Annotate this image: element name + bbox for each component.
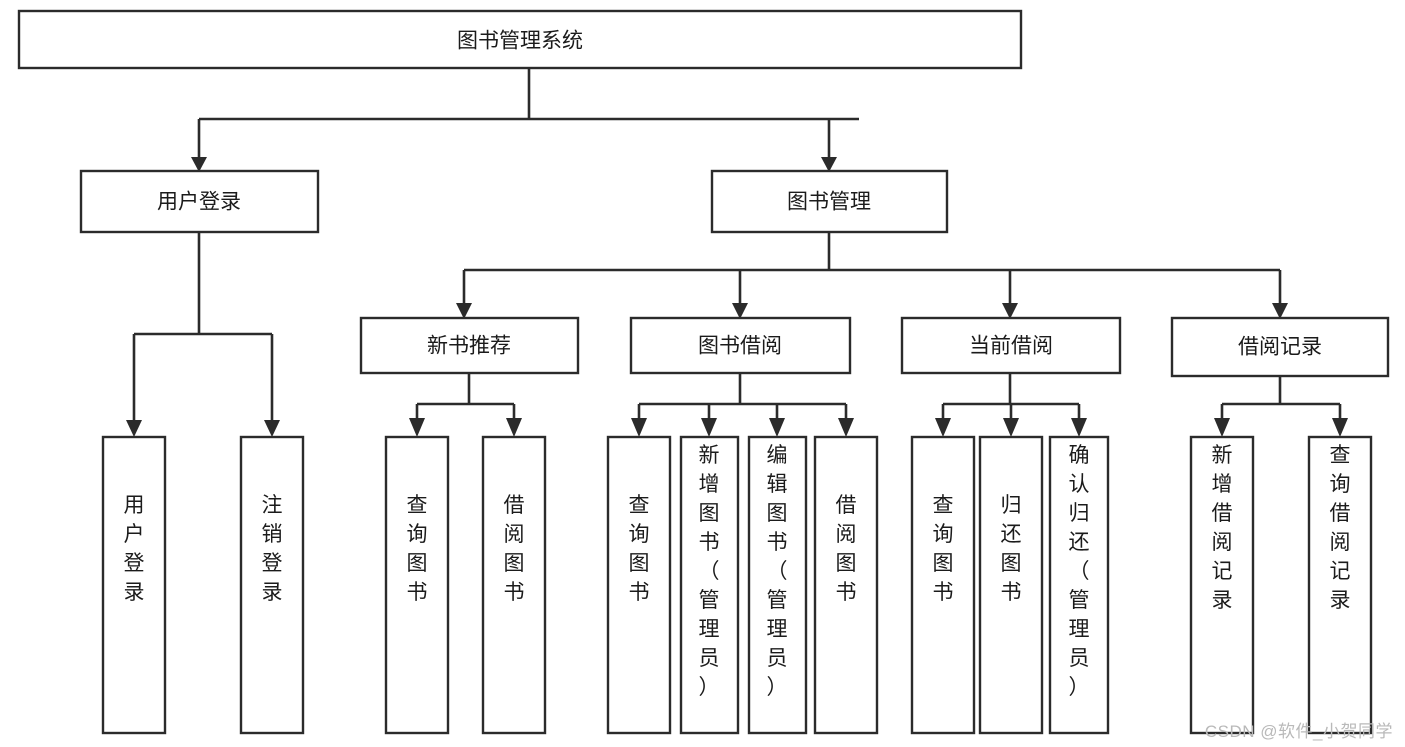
arrow-head-leaf-borrow-book-1	[506, 418, 522, 437]
node-leaf-return-book-box[interactable]	[978, 435, 1044, 735]
node-current-borrow-label: 当前借阅	[969, 335, 1053, 358]
arrow-head-leaf-borrow-book-2	[838, 418, 854, 437]
node-new-book-recommend-label: 新书推荐	[427, 335, 511, 358]
arrow-head-leaf-confirm-return	[1071, 418, 1087, 437]
node-borrow-record[interactable]: 借阅记录	[1170, 316, 1390, 378]
node-leaf-user-login-label: 用户登录	[124, 494, 145, 604]
node-current-borrow-box[interactable]	[900, 316, 1122, 375]
node-leaf-edit-book-label: 编辑图书（管理员）	[767, 444, 788, 699]
node-leaf-query-book-1[interactable]: 查询图书	[384, 435, 450, 735]
node-leaf-query-book-3-label: 查询图书	[933, 494, 954, 604]
node-leaf-query-book-3[interactable]: 查询图书	[910, 435, 976, 735]
node-leaf-add-book-box[interactable]	[679, 435, 740, 735]
node-leaf-query-book-1-label: 查询图书	[407, 494, 428, 604]
node-leaf-borrow-book-1-box[interactable]	[481, 435, 547, 735]
node-root-box[interactable]	[17, 9, 1023, 70]
node-leaf-add-book[interactable]: 新增图书（管理员）	[679, 435, 740, 735]
node-leaf-query-book-2-label: 查询图书	[629, 494, 650, 604]
node-book-borrow[interactable]: 图书借阅	[629, 316, 852, 375]
node-user-login-box[interactable]	[79, 169, 320, 234]
node-leaf-query-book-3-box[interactable]	[910, 435, 976, 735]
node-leaf-logout-login[interactable]: 注销登录	[239, 435, 305, 735]
arrow-head-leaf-query-record	[1332, 418, 1348, 437]
node-user-login[interactable]: 用户登录	[79, 169, 320, 234]
node-leaf-borrow-book-2-box[interactable]	[813, 435, 879, 735]
node-leaf-edit-book-box[interactable]	[747, 435, 808, 735]
node-leaf-confirm-return-label: 确认归还（管理员）	[1069, 444, 1090, 699]
node-leaf-borrow-book-2[interactable]: 借阅图书	[813, 435, 879, 735]
node-book-borrow-label: 图书借阅	[698, 335, 782, 358]
node-leaf-query-book-2[interactable]: 查询图书	[606, 435, 672, 735]
node-leaf-user-login-box[interactable]	[101, 435, 167, 735]
node-new-book-recommend[interactable]: 新书推荐	[359, 316, 580, 375]
node-leaf-borrow-book-1[interactable]: 借阅图书	[481, 435, 547, 735]
node-book-manage[interactable]: 图书管理	[710, 169, 949, 234]
node-current-borrow[interactable]: 当前借阅	[900, 316, 1122, 375]
node-borrow-record-box[interactable]	[1170, 316, 1390, 378]
node-leaf-logout-login-box[interactable]	[239, 435, 305, 735]
node-book-manage-label: 图书管理	[787, 191, 871, 214]
node-root-label: 图书管理系统	[457, 30, 583, 53]
node-leaf-add-record-label: 新增借阅记录	[1212, 444, 1233, 612]
arrow-head-leaf-query-book-1	[409, 418, 425, 437]
arrow-head-user-login	[191, 157, 207, 172]
node-borrow-record-label: 借阅记录	[1238, 336, 1322, 359]
arrow-head-borrow-record	[1272, 303, 1288, 319]
node-leaf-query-book-2-box[interactable]	[606, 435, 672, 735]
arrow-head-book-manage	[821, 157, 837, 172]
node-leaf-query-book-1-box[interactable]	[384, 435, 450, 735]
node-leaf-confirm-return-box[interactable]	[1048, 435, 1110, 735]
node-leaf-logout-login-label: 注销登录	[262, 494, 283, 604]
arrow-head-book-borrow	[732, 303, 748, 319]
arrow-head-leaf-query-book-3	[935, 418, 951, 437]
node-book-manage-box[interactable]	[710, 169, 949, 234]
arrow-head-leaf-query-book-2	[631, 418, 647, 437]
node-leaf-return-book-label: 归还图书	[1001, 494, 1022, 604]
node-leaf-query-record[interactable]: 查询借阅记录	[1307, 435, 1373, 735]
node-leaf-borrow-book-1-label: 借阅图书	[504, 494, 525, 604]
node-user-login-label: 用户登录	[157, 191, 241, 214]
arrow-head-new-book-recommend	[456, 303, 472, 319]
node-leaf-add-record[interactable]: 新增借阅记录	[1189, 435, 1255, 735]
node-leaf-user-login[interactable]: 用户登录	[101, 435, 167, 735]
arrow-head-leaf-user-login	[126, 420, 142, 437]
node-leaf-query-record-label: 查询借阅记录	[1330, 444, 1351, 612]
arrow-head-leaf-logout-login	[264, 420, 280, 437]
node-leaf-edit-book[interactable]: 编辑图书（管理员）	[747, 435, 808, 735]
node-leaf-add-record-box[interactable]	[1189, 435, 1255, 735]
arrow-head-leaf-add-record	[1214, 418, 1230, 437]
connector-layer	[126, 68, 1348, 437]
arrow-head-leaf-add-book	[701, 418, 717, 437]
node-new-book-recommend-box[interactable]	[359, 316, 580, 375]
arrow-head-current-borrow	[1002, 303, 1018, 319]
arrow-head-leaf-return-book	[1003, 418, 1019, 437]
node-root[interactable]: 图书管理系统	[17, 9, 1023, 70]
node-leaf-add-book-label: 新增图书（管理员）	[699, 444, 720, 699]
node-leaf-confirm-return[interactable]: 确认归还（管理员）	[1048, 435, 1110, 735]
node-book-borrow-box[interactable]	[629, 316, 852, 375]
node-leaf-borrow-book-2-label: 借阅图书	[836, 494, 857, 604]
node-leaf-query-record-box[interactable]	[1307, 435, 1373, 735]
arrow-head-leaf-edit-book	[769, 418, 785, 437]
node-leaf-return-book[interactable]: 归还图书	[978, 435, 1044, 735]
